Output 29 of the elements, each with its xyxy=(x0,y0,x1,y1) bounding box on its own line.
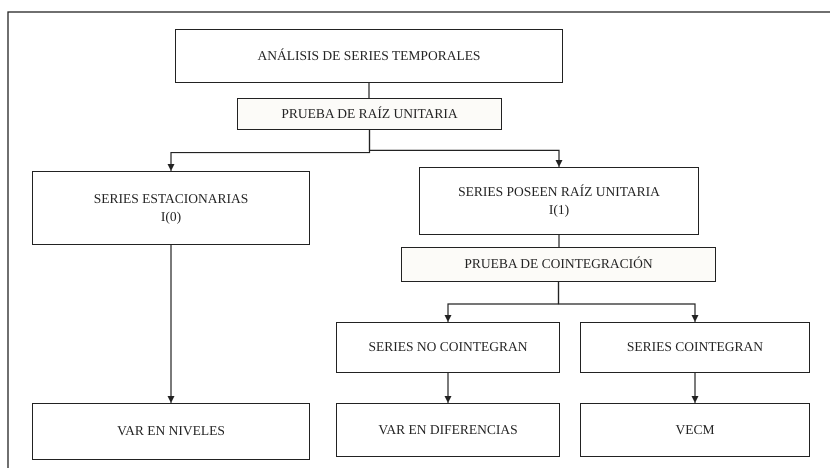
box-label: PRUEBA DE COINTEGRACIÓN xyxy=(464,255,653,274)
box-label: VECM xyxy=(675,420,714,439)
arrow xyxy=(558,282,698,322)
process-box xyxy=(580,403,810,457)
box-label: VAR EN NIVELES xyxy=(117,422,225,440)
box-label: VAR EN DIFERENCIAS xyxy=(378,420,518,439)
arrow xyxy=(692,373,698,403)
box-label: SERIES COINTEGRAN xyxy=(626,338,764,356)
process-box xyxy=(32,403,310,460)
connector-line xyxy=(558,235,560,247)
process-box xyxy=(336,403,560,457)
process-box xyxy=(419,167,699,235)
box-label: SERIES POSEEN RAÍZ UNITARIA xyxy=(458,182,660,201)
box-label: PRUEBA DE RAÍZ UNITARIA xyxy=(281,104,458,123)
process-box xyxy=(336,322,560,373)
test-box xyxy=(237,98,502,130)
box-label: ANÁLISIS DE SERIES TEMPORALES xyxy=(258,46,480,65)
process-box xyxy=(175,29,563,83)
process-box xyxy=(32,171,310,245)
connector-line xyxy=(368,83,370,98)
arrow xyxy=(368,130,562,167)
box-label: I(1) xyxy=(548,201,570,219)
arrow xyxy=(168,245,174,403)
box-label: I(0) xyxy=(160,208,182,226)
process-box xyxy=(580,322,810,373)
box-label: SERIES ESTACIONARIAS xyxy=(94,190,248,208)
box-label: SERIES NO COINTEGRAN xyxy=(368,338,528,356)
test-box xyxy=(401,247,716,282)
arrow xyxy=(444,373,452,403)
